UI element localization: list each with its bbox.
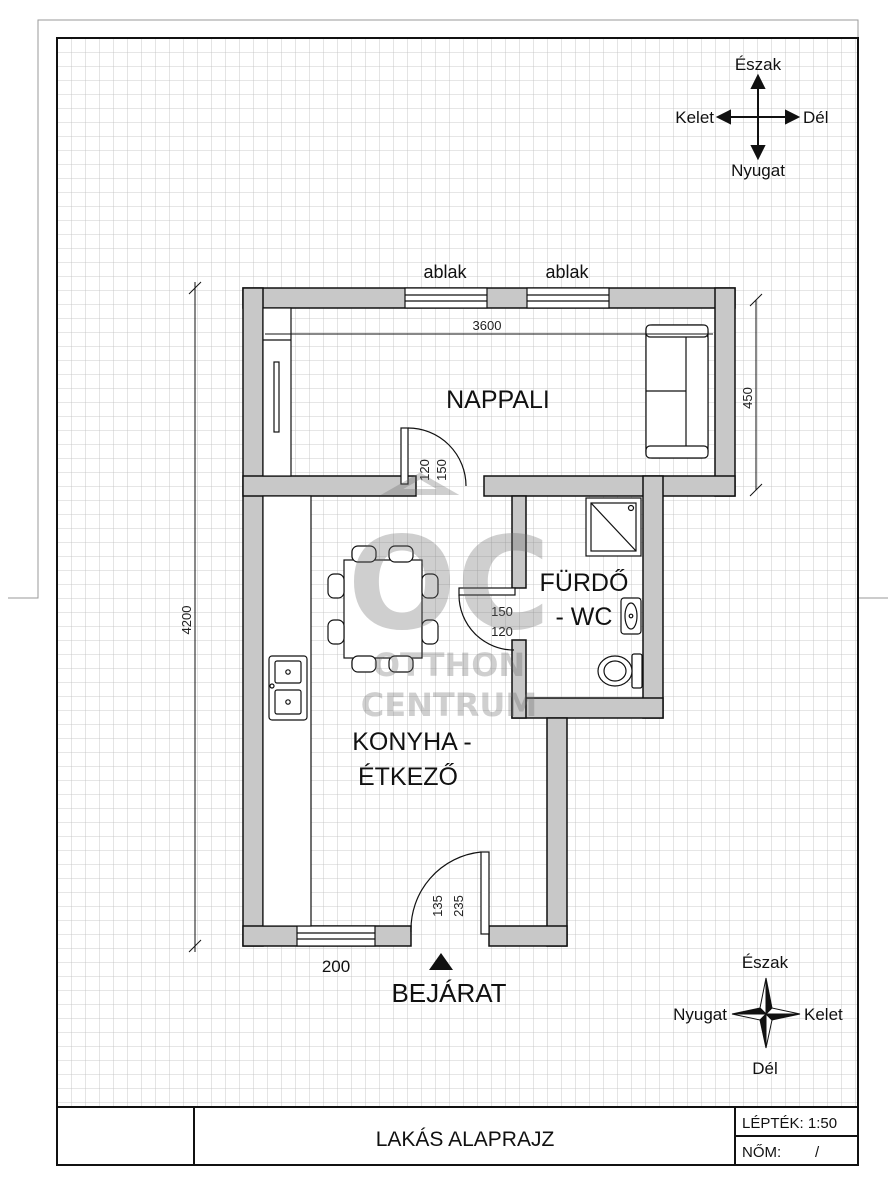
room-label-bath-2: - WC bbox=[556, 603, 613, 631]
dining-chairs bbox=[327, 545, 439, 673]
sheet-border bbox=[8, 19, 888, 599]
door1-dim-a: 120 bbox=[417, 459, 432, 481]
grid-area bbox=[56, 37, 859, 1108]
entrance-label: BEJÁRAT bbox=[391, 978, 506, 1008]
window-label-right: ablak bbox=[545, 262, 589, 282]
watermark-line2: CENTRUM bbox=[361, 686, 537, 724]
dim-living-width-label: 3600 bbox=[473, 318, 502, 333]
door1-dim-b: 150 bbox=[434, 459, 449, 481]
washbasin bbox=[620, 597, 642, 635]
title-block-title: LAKÁS ALAPRAJZ bbox=[376, 1128, 555, 1151]
dim-total-height-label: 4200 bbox=[179, 606, 194, 635]
compass-bottom-west: Nyugat bbox=[673, 1005, 727, 1024]
window-top-left bbox=[404, 287, 488, 309]
door-living-kitchen bbox=[400, 427, 467, 487]
dim-living-depth-label: 450 bbox=[740, 387, 755, 409]
door-bathroom bbox=[458, 587, 516, 651]
compass-bottom-east: Kelet bbox=[804, 1005, 843, 1024]
compass-bottom-star-icon bbox=[731, 977, 801, 1049]
dim-living-depth bbox=[749, 293, 763, 497]
sink bbox=[268, 655, 308, 721]
compass-top-south: Dél bbox=[803, 108, 829, 127]
title-block bbox=[56, 1106, 859, 1166]
entrance-door bbox=[410, 851, 490, 935]
window-top-right bbox=[526, 287, 610, 309]
title-block-number-value: / bbox=[815, 1144, 820, 1161]
dining-table bbox=[343, 559, 423, 659]
sofa bbox=[645, 324, 709, 459]
entrance-arrow-icon bbox=[429, 953, 453, 970]
wardrobe bbox=[262, 307, 292, 477]
shower bbox=[585, 497, 642, 557]
compass-top-arrows-icon bbox=[715, 73, 801, 161]
dim-total-height bbox=[188, 281, 202, 953]
window-label-left: ablak bbox=[423, 262, 467, 282]
compass-top-north: Észak bbox=[735, 55, 782, 74]
room-label-kitchen-1: KONYHA - bbox=[352, 728, 471, 756]
compass-bottom-south: Dél bbox=[752, 1059, 778, 1078]
walls bbox=[242, 287, 736, 947]
compass-top-east: Kelet bbox=[675, 108, 714, 127]
toilet bbox=[597, 653, 643, 689]
watermark-line1: OTTHON bbox=[373, 646, 525, 684]
watermark-logo-text: OC bbox=[348, 510, 551, 659]
room-label-kitchen-2: ÉTKEZŐ bbox=[358, 762, 458, 791]
watermark-logo: OC OTTHON CENTRUM bbox=[348, 472, 551, 724]
window-bottom bbox=[296, 925, 376, 947]
room-label-bath-1: FÜRDŐ bbox=[540, 568, 629, 597]
door2-dim-b: 120 bbox=[491, 624, 513, 639]
entry-dim-b: 235 bbox=[451, 895, 466, 917]
entry-dim-a: 135 bbox=[430, 895, 445, 917]
window-bottom-dim: 200 bbox=[322, 957, 350, 976]
room-label-living: NAPPALI bbox=[446, 386, 550, 414]
title-block-number-label: NŐM: bbox=[742, 1144, 781, 1161]
compass-top-west: Nyugat bbox=[731, 161, 785, 180]
door2-dim-a: 150 bbox=[491, 604, 513, 619]
title-block-scale: LÉPTÉK: 1:50 bbox=[742, 1115, 837, 1132]
compass-bottom-north: Észak bbox=[742, 953, 789, 972]
